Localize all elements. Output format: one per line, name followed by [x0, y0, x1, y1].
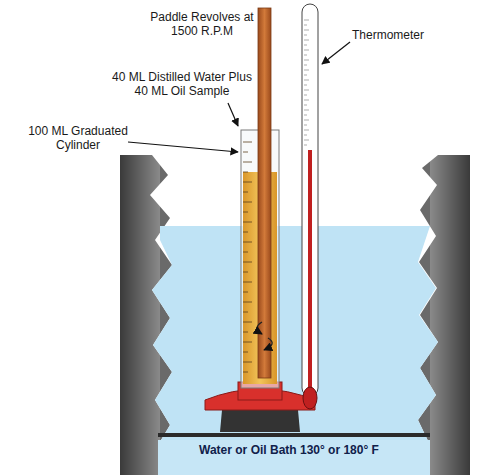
graduation-mark: [243, 352, 248, 353]
thermometer-tick: [304, 125, 307, 126]
graduation-mark: [243, 372, 248, 373]
thermometer-tick: [304, 145, 307, 146]
thermometer-bulb: [303, 387, 317, 409]
cylinder-label: 100 ML Graduated Cylinder: [26, 124, 130, 152]
graduation-mark: [243, 232, 248, 233]
thermometer-tick: [304, 105, 307, 106]
thermometer-tick: [304, 60, 309, 61]
graduation-mark: [243, 322, 252, 323]
thermometer-tick: [304, 135, 307, 136]
graduation-mark: [243, 162, 252, 163]
thermometer-tick: [304, 55, 307, 56]
thermometer: [302, 4, 318, 396]
graduation-mark: [243, 222, 252, 223]
bath-wall: [430, 155, 470, 475]
graduation-mark: [243, 152, 248, 153]
bath-interior: [150, 155, 438, 445]
thermometer-tick: [304, 90, 309, 91]
thermometer-tick: [304, 65, 307, 66]
graduation-mark: [243, 182, 252, 183]
paddle-rod: [258, 8, 271, 378]
thermometer-tick: [304, 140, 309, 141]
thermometer-label: Thermometer: [352, 28, 442, 42]
leader-arrow: [128, 142, 238, 152]
thermometer-tick: [304, 100, 309, 101]
rotation-arrow: [257, 322, 262, 334]
bath-wall: [120, 155, 160, 475]
thermometer-column: [308, 150, 312, 395]
thermometer-tick: [304, 70, 309, 71]
thermometer-tick: [304, 30, 309, 31]
graduation-mark: [243, 302, 252, 303]
graduation-mark: [243, 212, 248, 213]
thermometer-tick: [304, 25, 307, 26]
bath-plate: [158, 433, 430, 437]
graduation-mark: [243, 362, 252, 363]
thermometer-tick: [304, 110, 309, 111]
graduation-mark: [243, 242, 252, 243]
leader-arrow: [322, 42, 350, 64]
graduation-mark: [243, 202, 252, 203]
thermometer-tick: [304, 120, 309, 121]
graduation-mark: [243, 282, 252, 283]
paddle-label: Paddle Revolves at 1500 R.P.M: [150, 10, 254, 38]
thermometer-tick: [304, 35, 307, 36]
graduation-mark: [243, 252, 248, 253]
thermometer-tick: [304, 20, 309, 21]
thermometer-tick: [304, 40, 309, 41]
thermometer-tick: [304, 80, 309, 81]
graduation-mark: [243, 332, 248, 333]
thermometer-tick: [304, 130, 309, 131]
bath-floor: [158, 440, 430, 475]
graduation-mark: [243, 312, 248, 313]
graduation-mark: [243, 272, 248, 273]
graduation-mark: [243, 192, 248, 193]
thermometer-tick: [304, 115, 307, 116]
stirrer-base: [220, 410, 300, 432]
water-bath: [152, 226, 438, 445]
leader-arrow: [228, 103, 238, 126]
graduation-mark: [243, 342, 252, 343]
thermometer-tick: [304, 45, 307, 46]
thermometer-tick: [304, 50, 309, 51]
graduation-mark: [243, 142, 252, 143]
sample-label: 40 ML Distilled Water Plus 40 ML Oil Sam…: [112, 70, 252, 98]
bath-label: Water or Oil Bath 130° or 180° F: [186, 443, 392, 457]
bath-housing: [120, 155, 470, 475]
thermometer-tick: [304, 95, 307, 96]
graduation-mark: [243, 262, 252, 263]
rotation-arrow: [264, 338, 272, 350]
graduation-mark: [243, 292, 248, 293]
thermometer-tick: [304, 85, 307, 86]
graduation-mark: [243, 172, 248, 173]
thermometer-tick: [304, 75, 307, 76]
